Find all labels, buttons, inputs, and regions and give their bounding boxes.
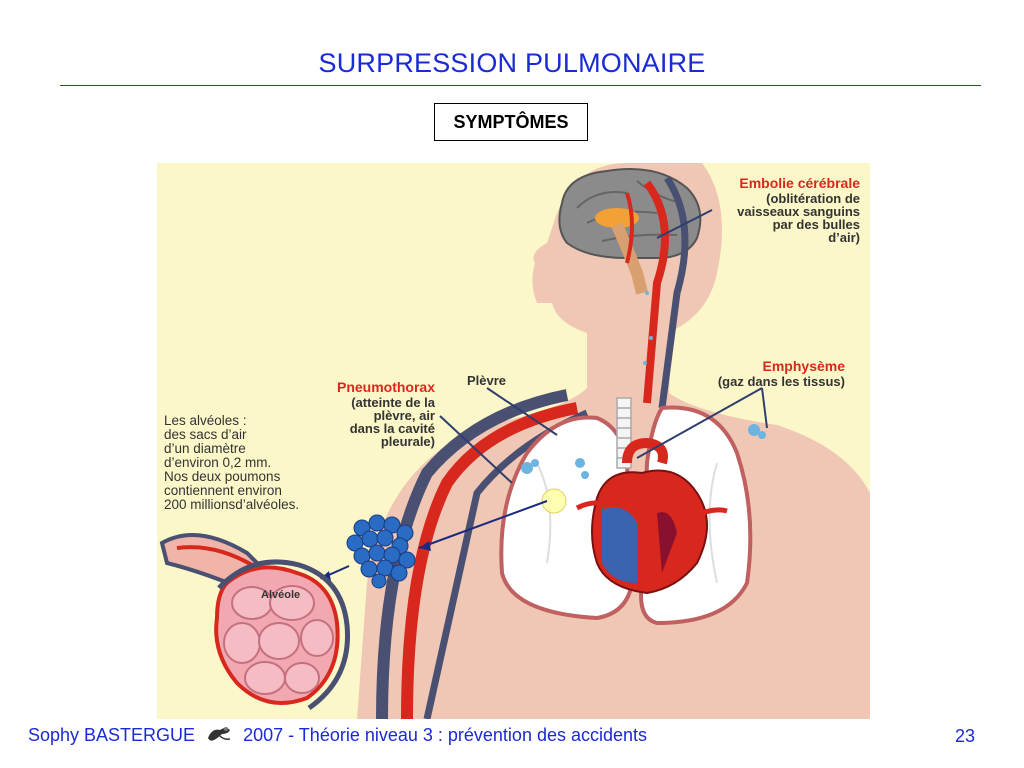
diver-seahorse-icon [204,724,234,744]
label-alveole: Alvéole [261,589,300,601]
label-emphyseme-title: Emphysème [763,358,846,374]
section-heading: SYMPTÔMES [434,103,588,141]
footer-author: Sophy BASTERGUE [28,725,196,745]
label-embolie-line3: par des bulles [773,217,860,232]
label-alveoles-line4: d’environ 0,2 mm. [164,455,271,470]
label-alveoles-line5: Nos deux poumons [164,469,281,484]
pulmonary-vessels [575,500,728,516]
pointer-plevre [486,387,558,436]
label-pneumothorax-line4: pleurale) [381,434,435,449]
alveole-cells [223,585,334,695]
label-embolie-line4: d’air) [828,230,860,245]
label-pneumothorax-line1: (atteinte de la [351,395,436,410]
cerebral-artery [625,192,634,264]
air-bubbles [521,291,766,479]
footer-credit: Sophy BASTERGUE 2007 - Théorie niveau 3 … [28,724,647,746]
arrow-to-cluster [418,500,548,549]
bronchiole-artery [176,545,259,570]
label-alveoles-line2: des sacs d’air [164,427,247,442]
heart-left-ventricle [657,512,677,573]
carotid-artery [643,180,669,404]
label-alveoles-line3: d’un diamètre [164,441,246,456]
label-alveoles-line1: Les alvéoles : [164,413,247,428]
label-alveoles-line7: 200 millionsd’alvéoles. [164,497,299,512]
arrow-head-cluster [419,541,431,551]
arm-artery [401,402,579,719]
anatomy-diagram: Embolie cérébrale (oblitération de vaiss… [157,163,870,719]
label-emphyseme-desc: (gaz dans les tissus) [718,374,845,389]
slide-title: SURPRESSION PULMONAIRE [318,48,706,78]
label-pneumothorax-title: Pneumothorax [337,379,435,395]
pointer-emphyseme-2 [761,387,768,429]
title-divider [60,85,981,86]
label-embolie-title: Embolie cérébrale [739,175,860,191]
pulmonary-illustration: Embolie cérébrale (oblitération de vaiss… [157,163,870,719]
footer-text: 2007 - Théorie niveau 3 : prévention des… [243,725,648,745]
label-pneumothorax-line3: dans la cavité [350,421,435,436]
label-embolie-line1: (oblitération de [766,191,860,206]
label-alveoles-line6: contiennent environ [164,483,282,498]
trachea-rings [617,407,631,459]
alveoli-cluster [346,514,416,589]
pointer-pneumothorax [439,415,513,484]
label-plevre: Plèvre [467,373,506,388]
label-pneumothorax-line2: plèvre, air [374,408,435,423]
alveole-outline-vein [217,559,351,711]
page-number: 23 [955,726,976,746]
jugular-vein [658,176,689,409]
heart-right-chambers [602,507,637,583]
pointer-embolie [656,209,713,239]
label-embolie-line2: vaisseaux sanguins [737,204,860,219]
pointer-emphyseme [636,387,763,459]
aorta [622,437,668,465]
alveolus-highlight [541,488,567,514]
brain-core [595,208,639,228]
arm-vein [376,389,569,719]
